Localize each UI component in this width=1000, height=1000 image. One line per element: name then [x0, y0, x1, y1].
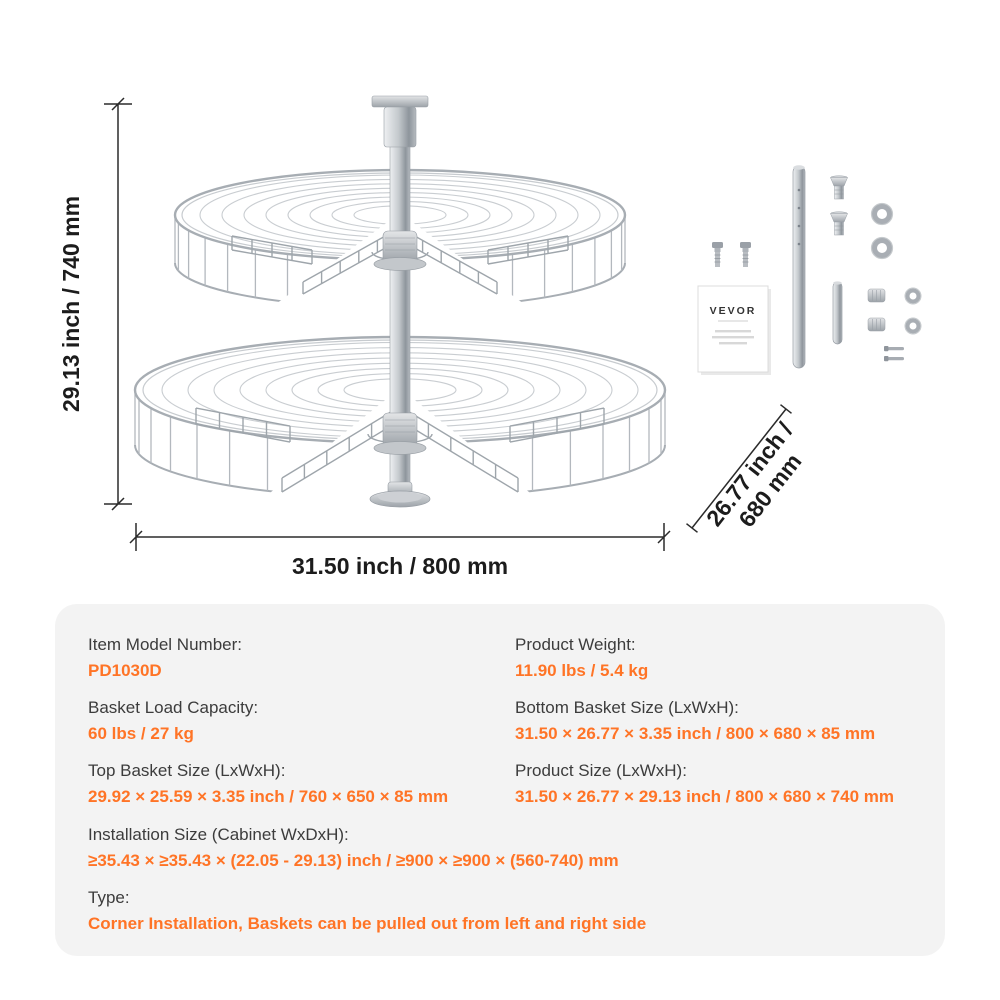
spec-item-installation-size: Installation Size (Cabinet WxDxH): ≥35.4… [88, 824, 912, 872]
screw-icon [711, 241, 724, 268]
bottom-flange [369, 481, 431, 508]
spec-value: 31.50 × 26.77 × 29.13 inch / 800 × 680 ×… [515, 787, 895, 807]
spec-label: Product Size (LxWxH): [515, 761, 687, 781]
spec-item-model-number: Item Model Number: PD1030D [88, 634, 515, 682]
spec-label: Bottom Basket Size (LxWxH): [515, 698, 739, 718]
depth-dimension: 26.77 inch / 680 mm [686, 404, 806, 533]
cone-fitting-icon [830, 211, 848, 236]
spec-value: 29.92 × 25.59 × 3.35 inch / 760 × 650 × … [88, 787, 449, 807]
spec-grid: Item Model Number: PD1030D Product Weigh… [88, 634, 912, 935]
hardware-parts: VEVOR [697, 165, 923, 375]
product-illustration: 29.13 inch / 740 mm 31.50 inch / 800 mm … [58, 95, 923, 579]
spec-label: Type: [88, 887, 130, 907]
spec-value: 31.50 × 26.77 × 3.35 inch / 800 × 680 × … [515, 724, 876, 744]
sleeve-connector-icon [867, 288, 886, 303]
width-dimension: 31.50 inch / 800 mm [129, 523, 671, 579]
spec-item-bottom-basket-size: Bottom Basket Size (LxWxH): 31.50 × 26.7… [515, 697, 912, 745]
small-screw-icon [884, 356, 904, 362]
width-dimension-label: 31.50 inch / 800 mm [292, 553, 508, 579]
mounting-pole-part [792, 165, 806, 369]
spec-label: Top Basket Size (LxWxH): [88, 761, 286, 781]
spec-value: PD1030D [88, 661, 162, 681]
center-pole [369, 95, 431, 508]
extension-tube-part [832, 281, 843, 345]
spec-item-top-basket-size: Top Basket Size (LxWxH): 29.92 × 25.59 ×… [88, 760, 515, 808]
ring-nut-icon [903, 316, 923, 336]
cone-fitting-icon [830, 175, 848, 200]
spec-label: Installation Size (Cabinet WxDxH): [88, 824, 349, 844]
spec-item-load-capacity: Basket Load Capacity: 60 lbs / 27 kg [88, 697, 515, 745]
ring-nut-icon [872, 238, 893, 259]
height-dimension: 29.13 inch / 740 mm [58, 97, 132, 511]
spec-panel: Item Model Number: PD1030D Product Weigh… [55, 604, 945, 956]
spec-item-product-weight: Product Weight: 11.90 lbs / 5.4 kg [515, 634, 912, 682]
spec-value: ≥35.43 × ≥35.43 × (22.05 - 29.13) inch /… [88, 850, 619, 870]
vevor-logo-text: VEVOR [710, 305, 757, 317]
spec-value: 11.90 lbs / 5.4 kg [515, 661, 649, 681]
ring-nut-icon [872, 204, 893, 225]
spec-label: Item Model Number: [88, 635, 242, 654]
spec-value: 60 lbs / 27 kg [88, 724, 194, 744]
spec-item-type: Type: Corner Installation, Baskets can b… [88, 887, 912, 935]
top-basket-hub [373, 230, 427, 271]
spec-label: Basket Load Capacity: [88, 698, 259, 718]
bottom-basket-hub [373, 412, 427, 455]
spec-item-product-size: Product Size (LxWxH): 31.50 × 26.77 × 29… [515, 760, 912, 808]
spec-label: Product Weight: [515, 635, 636, 654]
spec-value: Corner Installation, Baskets can be pull… [88, 913, 647, 933]
top-mount-plate [371, 95, 429, 108]
height-dimension-label: 29.13 inch / 740 mm [58, 196, 84, 412]
sleeve-connector-icon [867, 317, 886, 332]
ring-nut-icon [903, 286, 923, 306]
screw-icon [739, 241, 752, 268]
instruction-manual: VEVOR [697, 285, 771, 375]
small-screw-icon [884, 346, 904, 352]
